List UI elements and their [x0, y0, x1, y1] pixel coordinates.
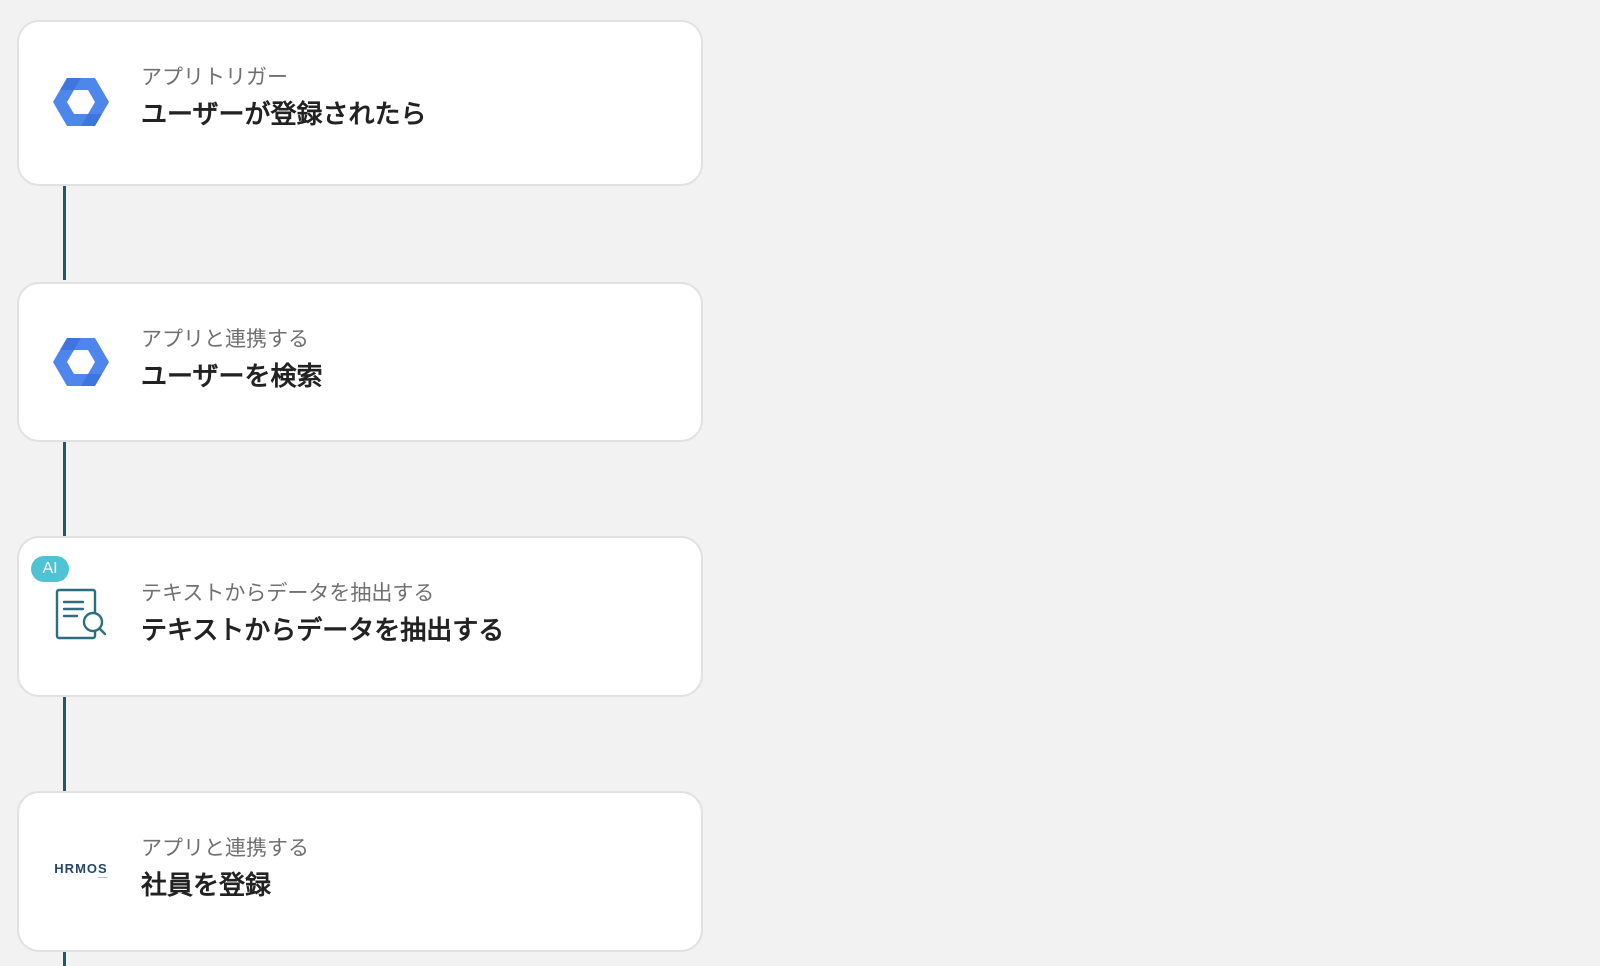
google-workspace-icon [53, 74, 109, 130]
step-title: ユーザーを検索 [141, 362, 323, 392]
flow-step-card-register-employee[interactable]: HRMOS —— アプリと連携する 社員を登録 [17, 791, 703, 952]
flow-step-card-trigger[interactable]: アプリトリガー ユーザーが登録されたら [17, 20, 703, 186]
step-type-label: アプリと連携する [141, 836, 309, 860]
document-search-icon [53, 586, 109, 642]
hrmos-logo-text: HRMOS [54, 860, 108, 876]
step-title: ユーザーが登録されたら [141, 100, 427, 130]
flow-step-card-ai-extract[interactable]: AI テキストからデータを抽出する テキストからデータを抽出する [17, 536, 703, 697]
step-title: テキストからデータを抽出する [141, 616, 505, 646]
connector-line-1 [63, 184, 66, 280]
flow-step-card-search-user[interactable]: アプリと連携する ユーザーを検索 [17, 282, 703, 442]
connector-line-3 [63, 695, 66, 793]
step-type-label: アプリトリガー [141, 65, 288, 89]
step-type-label: アプリと連携する [141, 327, 309, 351]
step-title: 社員を登録 [141, 871, 272, 901]
step-type-label: テキストからデータを抽出する [141, 581, 435, 605]
connector-line-4 [63, 950, 66, 966]
hrmos-logo-subtext: —— [97, 874, 108, 881]
connector-line-2 [63, 440, 66, 538]
ai-badge: AI [31, 556, 69, 582]
hrmos-logo: HRMOS —— [53, 843, 109, 899]
google-workspace-icon [53, 334, 109, 390]
